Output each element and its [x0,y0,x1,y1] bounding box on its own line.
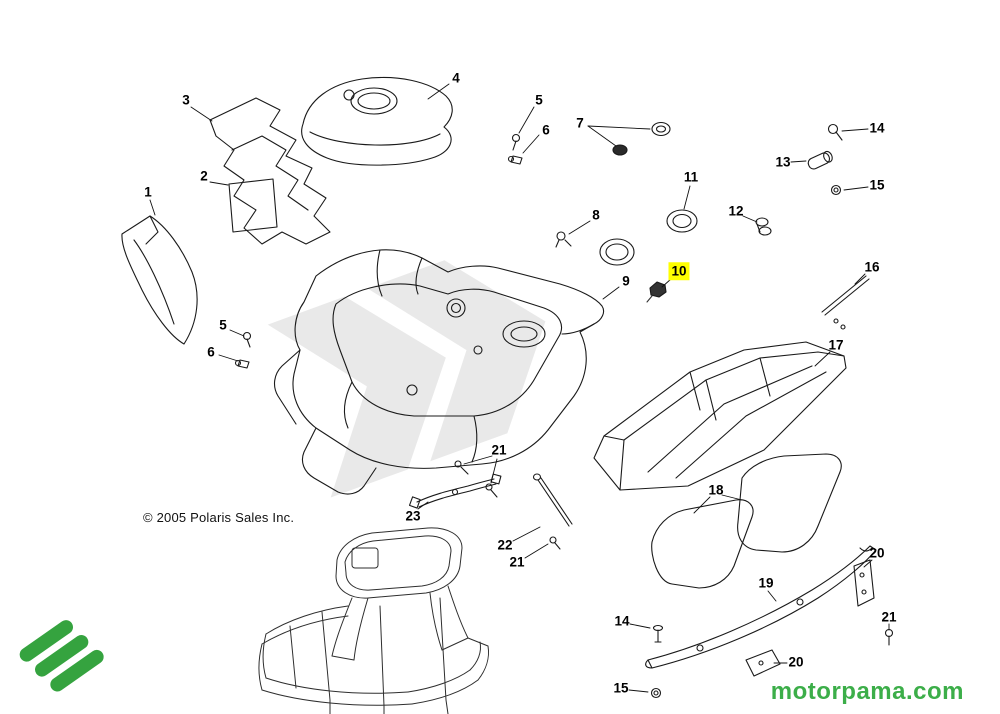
callout-14-b[interactable]: 14 [614,613,630,629]
part-4-tank-cover [302,78,453,166]
leader-line-14-top [842,129,868,131]
fastener-8-clip [556,232,571,247]
leader-line-6-top [523,135,539,153]
part-9-main-body [275,250,604,494]
part-23-harness [410,474,501,508]
callout-18[interactable]: 18 [708,482,724,498]
watermark-emblem [267,260,546,498]
fastener-22-screw [534,474,573,526]
leader-line-15-b [629,690,648,692]
part-1-front-fender [122,216,197,344]
leader-line-7 [588,126,650,129]
part-18-fender-flares [652,454,842,588]
callout-16[interactable]: 16 [864,259,880,275]
leader-line-8 [569,221,590,234]
callout-3[interactable]: 3 [182,92,190,108]
callout-9[interactable]: 9 [622,273,630,289]
leader-line-5-side [230,330,244,336]
leader-line-20-a [864,560,872,567]
leader-line-21-b [525,544,548,558]
callout-15-top[interactable]: 15 [869,177,885,193]
part-10-clip [647,282,666,302]
fastener-21-a2 [486,484,497,497]
leader-line-17 [815,352,830,366]
fastener-5-top [513,135,520,151]
callout-17[interactable]: 17 [828,337,844,353]
leader-line-13 [791,161,806,162]
leader-line-5-top [519,107,534,133]
leader-line-18 [722,495,742,500]
callout-11[interactable]: 11 [683,169,699,185]
callout-19[interactable]: 19 [758,575,774,591]
part-7-washers [613,123,670,156]
callout-7[interactable]: 7 [576,115,584,131]
callout-10[interactable]: 10 [668,262,690,280]
leader-line-23 [418,502,428,509]
part-19-rear-bumper [646,546,876,668]
leader-line-2 [210,182,228,185]
leader-line-14-b [630,624,650,628]
fastener-6-side [236,360,250,368]
motorpama-logo [19,620,104,692]
callout-21-b[interactable]: 21 [509,554,525,570]
leader-line-19 [768,591,776,601]
fastener-15-bottom [652,689,661,698]
leader-line-11 [684,186,690,209]
fastener-15-top [832,186,841,195]
fastener-14-bottom [654,626,663,643]
leader-line-10 [662,279,671,287]
part-16-rod [822,276,869,329]
leader-line-22 [513,527,540,541]
fastener-21-b [550,537,560,549]
leader-line-7 [588,126,616,146]
part-20-bracket-right [854,560,874,606]
callout-6-top[interactable]: 6 [542,122,550,138]
part-2-decal [229,179,277,232]
copyright-notice: © 2005 Polaris Sales Inc. [143,510,295,525]
fastener-21-a1 [455,461,468,474]
callout-20-b[interactable]: 20 [788,654,804,670]
callout-13[interactable]: 13 [775,154,791,170]
callout-20-a[interactable]: 20 [869,545,885,561]
leader-line-18 [694,497,710,513]
callout-5-top[interactable]: 5 [535,92,543,108]
leader-line-3 [191,107,212,121]
leader-lines [150,84,889,692]
leader-line-4 [428,84,449,99]
leader-line-12 [743,216,757,222]
fastener-6-top [509,156,523,164]
leader-line-21-a [464,456,492,464]
callout-2[interactable]: 2 [200,168,208,184]
callout-1[interactable]: 1 [144,184,152,200]
callout-5-side[interactable]: 5 [219,317,227,333]
leader-line-9 [603,287,619,299]
part-13-pin [807,150,834,171]
part-3-front-fender [210,98,330,244]
callout-23[interactable]: 23 [405,508,421,524]
callout-15-b[interactable]: 15 [613,680,629,696]
part-17-rear-rack [594,342,846,490]
callout-22[interactable]: 22 [497,537,513,553]
leader-line-16 [855,274,865,284]
callout-21-a[interactable]: 21 [491,442,507,458]
leader-line-21-a [491,459,497,483]
part-11-bezels [600,210,697,265]
part-20-bracket-bottom [746,650,780,676]
callout-8[interactable]: 8 [592,207,600,223]
callout-12[interactable]: 12 [728,203,744,219]
callout-14-top[interactable]: 14 [869,120,885,136]
leader-line-1 [150,200,155,215]
leader-line-15-top [844,187,868,190]
frame-reference-drawing [259,528,489,714]
callout-21-c[interactable]: 21 [881,609,897,625]
watermark-site-text: motorpama.com [770,678,964,705]
fastener-14-top [829,125,843,141]
callout-4[interactable]: 4 [452,70,460,86]
callout-6-side[interactable]: 6 [207,344,215,360]
leader-line-6-side [219,355,238,361]
